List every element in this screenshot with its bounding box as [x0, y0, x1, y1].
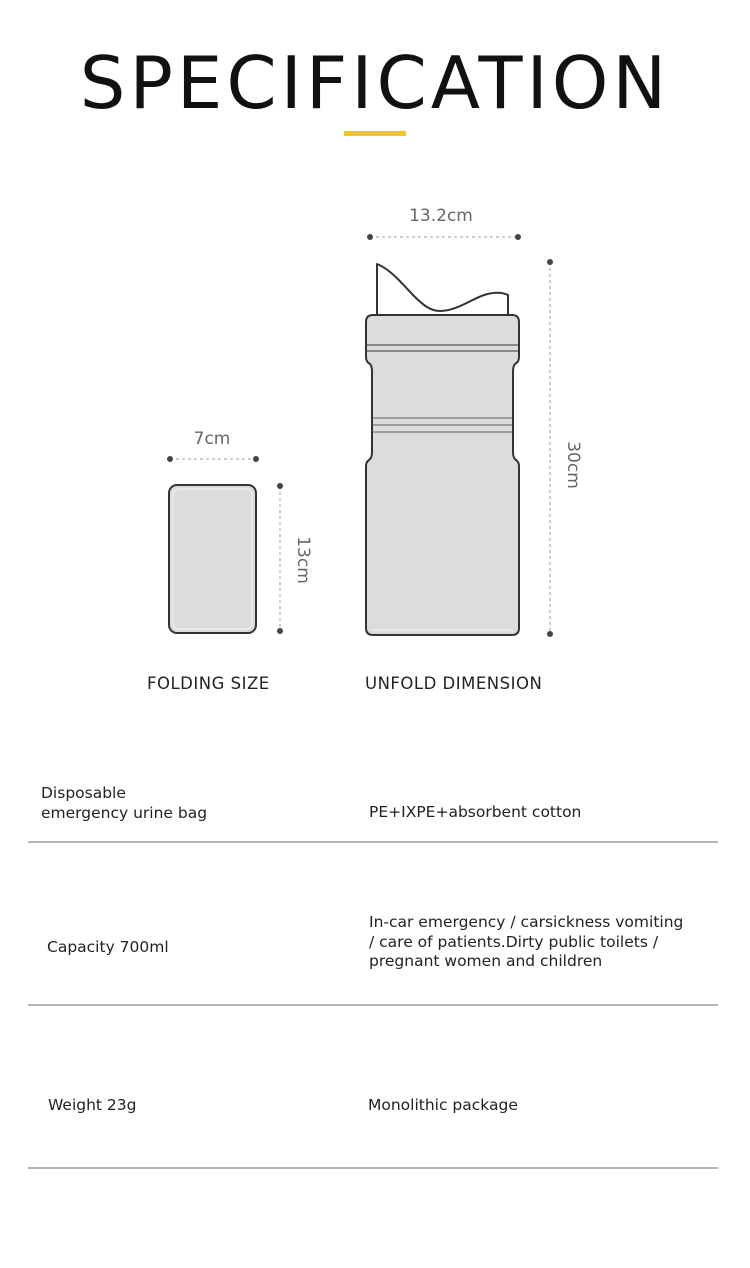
folded-bag-inner-edge — [172, 488, 253, 630]
table-row: Disposable emergency urine bag PE+IXPE+a… — [28, 760, 718, 843]
spec-text-line: Disposable — [41, 784, 126, 802]
folding-height-end-dot — [277, 628, 283, 634]
folding-width-end-dot — [253, 456, 259, 462]
folded-bag — [168, 484, 257, 634]
spec-right-cell: Monolithic package — [368, 1096, 518, 1116]
spec-left-cell: Weight 23g — [48, 1096, 137, 1116]
unfold-width-start-dot — [367, 234, 373, 240]
unfold-width-label: 13.2cm — [409, 206, 473, 226]
folding-width-label: 7cm — [194, 429, 231, 449]
spec-text-line: Monolithic package — [368, 1096, 518, 1114]
title-accent-bar — [344, 131, 406, 136]
unfold-height-start-dot — [547, 259, 553, 265]
page-title: SPECIFICATION — [79, 41, 671, 125]
folding-height-label: 13cm — [293, 536, 313, 584]
unfold-dimension-caption: UNFOLD DIMENSION — [365, 674, 543, 693]
spec-text-line: Weight 23g — [48, 1096, 137, 1114]
dimension-diagram: 7cm 13cm 13.2cm 30cm — [167, 206, 583, 637]
spec-text-line: In-car emergency / carsickness vomiting — [369, 913, 684, 931]
spec-right-cell: PE+IXPE+absorbent cotton — [369, 803, 581, 823]
spec-text-line: emergency urine bag — [41, 803, 208, 822]
unfold-width-end-dot — [515, 234, 521, 240]
spec-left-cell: Capacity 700ml — [47, 938, 169, 958]
spec-text-line: PE+IXPE+absorbent cotton — [369, 803, 582, 821]
unfolded-bag — [365, 314, 520, 636]
spec-left-cell: Disposable emergency urine bag — [41, 784, 207, 823]
unfold-dimension-illustration: 13.2cm 30cm — [365, 206, 583, 637]
folding-height-start-dot — [277, 483, 283, 489]
folding-width-start-dot — [167, 456, 173, 462]
folding-size-caption: FOLDING SIZE — [147, 674, 270, 693]
table-row: Capacity 700ml In-car emergency / carsic… — [28, 843, 718, 1006]
unfold-height-label: 30cm — [563, 441, 583, 489]
table-row: Weight 23g Monolithic package — [28, 1006, 718, 1169]
folding-size-illustration: 7cm 13cm — [167, 429, 313, 634]
spec-right-cell: In-car emergency / carsickness vomiting … — [369, 913, 683, 972]
spec-text-line: Capacity 700ml — [47, 938, 169, 956]
spec-text-line: / care of patients.Dirty public toilets … — [369, 932, 659, 951]
funnel-spout — [376, 263, 509, 315]
unfold-height-end-dot — [547, 631, 553, 637]
spec-text-line: pregnant women and children — [369, 952, 603, 970]
